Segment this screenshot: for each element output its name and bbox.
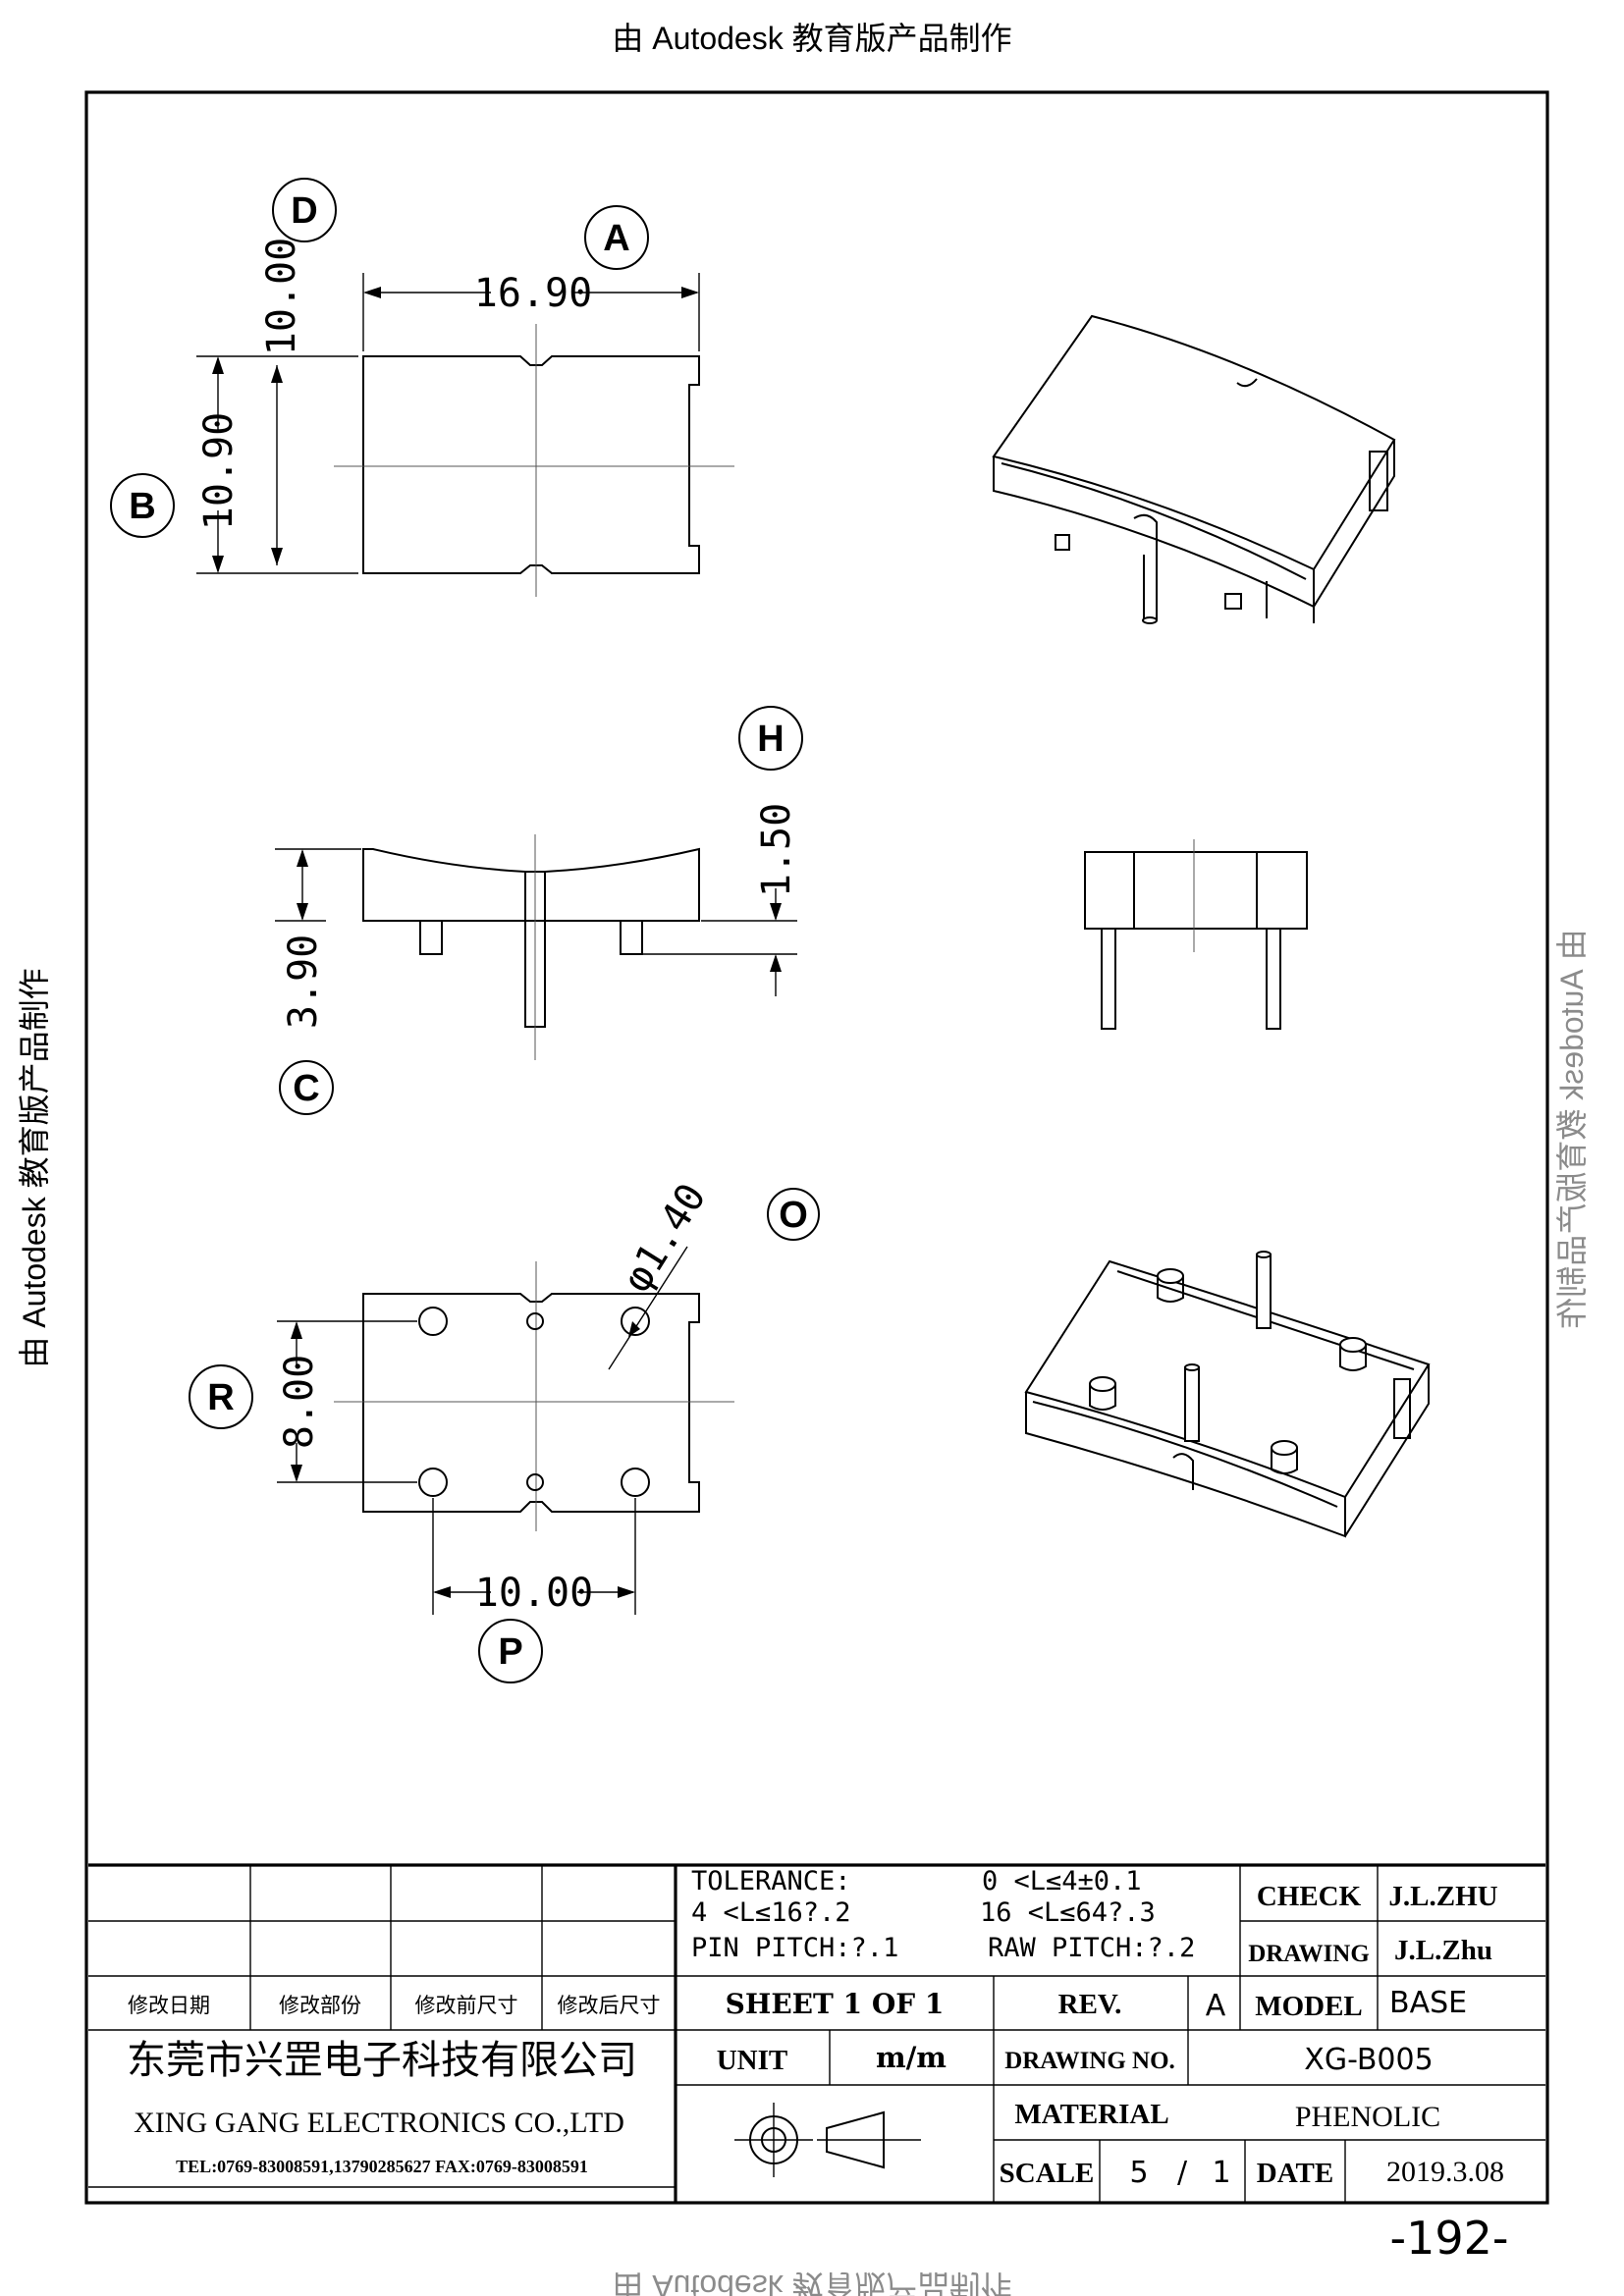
rev-col-date: 修改日期 xyxy=(128,1994,210,2017)
watermark-left: 由 Autodesk 教育版产品制作 xyxy=(17,968,52,1367)
rev-col-after: 修改后尺寸 xyxy=(558,1994,661,2017)
sheet-text: SHEET 1 OF 1 xyxy=(726,1988,945,2020)
title-block: TOLERANCE: 0 <L≤4±0.1 4 <L≤16?.2 16 <L≤6… xyxy=(88,1863,1545,2203)
tolerance-label: TOLERANCE: xyxy=(691,1866,851,1896)
label-h: H xyxy=(757,719,784,760)
drawing-no-value: XG-B005 xyxy=(1304,2043,1433,2077)
unit-label: UNIT xyxy=(717,2045,788,2076)
label-r: R xyxy=(207,1377,234,1418)
label-d: D xyxy=(291,190,317,232)
dim-pitch: 10.00 xyxy=(475,1571,593,1616)
label-c: C xyxy=(293,1068,319,1109)
rev-value: A xyxy=(1206,1989,1226,2023)
scale-label: SCALE xyxy=(1000,2158,1095,2189)
tolerance-3: 16 <L≤64?.3 xyxy=(980,1897,1156,1928)
drawing-no-label: DRAWING NO. xyxy=(1004,2048,1175,2074)
rev-col-before: 修改前尺寸 xyxy=(415,1994,518,2017)
material-label: MATERIAL xyxy=(1014,2099,1168,2130)
side-view: 3.90 1.50 H C xyxy=(275,706,803,1115)
rev-label: REV. xyxy=(1058,1989,1122,2020)
drawing-label: DRAWING xyxy=(1248,1941,1370,1967)
check-label: CHECK xyxy=(1257,1881,1362,1912)
company-en: XING GANG ELECTRONICS CO.,LTD xyxy=(134,2107,624,2139)
projection-symbol xyxy=(734,2103,921,2177)
date-value: 2019.3.08 xyxy=(1386,2156,1504,2188)
label-a: A xyxy=(603,218,629,259)
dim-width: 16.90 xyxy=(474,271,592,316)
label-b: B xyxy=(129,486,155,527)
bottom-view: 8.00 10.00 φ1.40 O R P xyxy=(189,1176,820,1683)
dim-height: 10.90 xyxy=(196,412,242,530)
watermark-bottom: 由 Autodesk 教育版产品制作 xyxy=(612,2269,1011,2296)
tolerance-2: 4 <L≤16?.2 xyxy=(691,1897,851,1928)
scale-den: 1 xyxy=(1212,2156,1230,2190)
label-p: P xyxy=(498,1631,522,1673)
label-o: O xyxy=(779,1195,808,1236)
watermark-top: 由 Autodesk 教育版产品制作 xyxy=(612,21,1011,56)
dim-side-height: 3.90 xyxy=(281,934,326,1029)
dim-inner: 10.00 xyxy=(259,238,304,355)
model-value: BASE xyxy=(1389,1986,1467,2020)
date-label: DATE xyxy=(1257,2158,1333,2189)
drawing-value: J.L.Zhu xyxy=(1394,1935,1492,1966)
company-contact: TEL:0769-83008591,13790285627 FAX:0769-8… xyxy=(176,2157,588,2176)
company-cn: 东莞市兴罡电子科技有限公司 xyxy=(127,2038,637,2082)
dim-pin: 1.50 xyxy=(754,803,799,897)
unit-value: m/m xyxy=(876,2041,947,2074)
top-view: 16.90 10.90 10.00 D A B xyxy=(110,178,734,597)
material-value: PHENOLIC xyxy=(1295,2101,1440,2133)
check-value: J.L.ZHU xyxy=(1388,1881,1497,1912)
model-label: MODEL xyxy=(1255,1991,1363,2022)
scale-sep: / xyxy=(1177,2156,1188,2190)
drawing-border xyxy=(84,90,1549,2205)
watermark-right: 由 Autodesk 教育版产品制作 xyxy=(1554,929,1590,1328)
tolerance-1: 0 <L≤4±0.1 xyxy=(982,1866,1142,1896)
end-view xyxy=(1084,839,1308,1030)
iso-view-top xyxy=(992,314,1396,624)
page-number: -192- xyxy=(1390,2212,1509,2265)
rev-col-part: 修改部份 xyxy=(279,1994,361,2017)
raw-pitch: RAW PITCH:?.2 xyxy=(988,1933,1195,1963)
iso-view-bottom xyxy=(1024,1251,1431,1538)
pin-pitch: PIN PITCH:?.1 xyxy=(691,1933,898,1963)
scale-num: 5 xyxy=(1129,2156,1148,2190)
dim-vertical: 8.00 xyxy=(277,1355,322,1449)
